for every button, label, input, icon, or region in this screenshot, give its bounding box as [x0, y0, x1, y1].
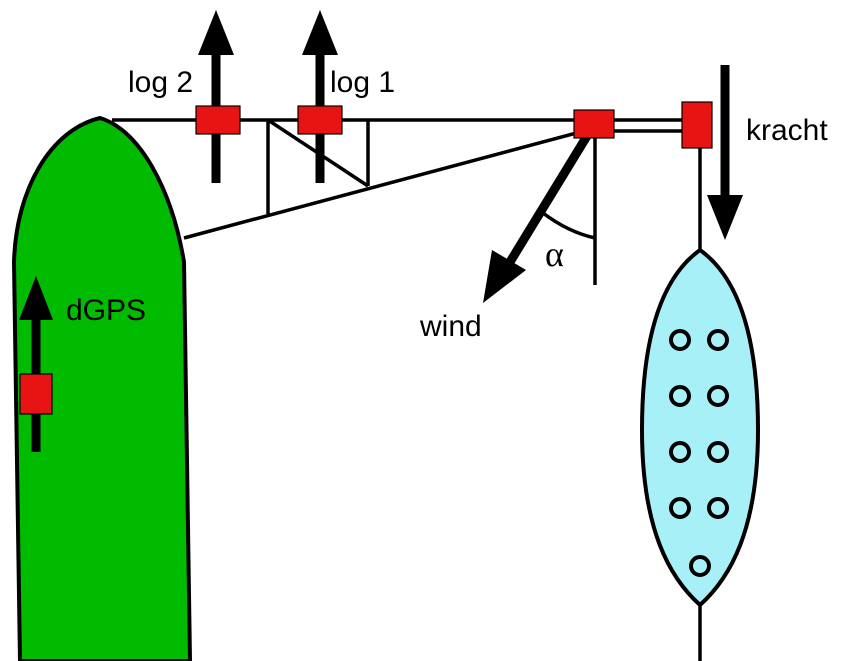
- sensors: [19, 101, 713, 415]
- log1-label: log 1: [330, 66, 395, 99]
- kracht-label: kracht: [746, 114, 828, 147]
- log1-arrow-head: [302, 10, 338, 55]
- porthole: [707, 329, 729, 351]
- porthole: [669, 441, 691, 463]
- log2-label: log 2: [128, 66, 193, 99]
- porthole: [707, 497, 729, 519]
- log2-arrow-head: [198, 10, 234, 55]
- log1-sensor: [297, 105, 343, 135]
- porthole: [707, 385, 729, 407]
- porthole: [689, 555, 711, 577]
- dgps-label: dGPS: [66, 294, 146, 327]
- porthole: [707, 441, 729, 463]
- towed-vessel: [639, 247, 761, 608]
- wind-arrow-shaft: [506, 115, 602, 265]
- alpha-label: α: [545, 234, 564, 274]
- kracht-arrow-head: [707, 195, 743, 240]
- porthole: [669, 329, 691, 351]
- wind-sensor: [573, 109, 615, 139]
- wind-arrow-head: [483, 250, 526, 303]
- wind-label: wind: [419, 310, 482, 343]
- vessel-portholes: [669, 329, 729, 577]
- force-sensor: [681, 101, 713, 149]
- porthole: [669, 497, 691, 519]
- alpha-angle-arc: [541, 211, 596, 240]
- log2-sensor: [195, 105, 241, 135]
- arrows: [19, 10, 743, 452]
- dgps-arrow-head: [19, 276, 53, 320]
- porthole: [669, 385, 691, 407]
- diagonal-support: [183, 126, 596, 240]
- ship-hull: [11, 115, 193, 661]
- boom-frame: [112, 118, 705, 661]
- dgps-sensor: [19, 373, 53, 415]
